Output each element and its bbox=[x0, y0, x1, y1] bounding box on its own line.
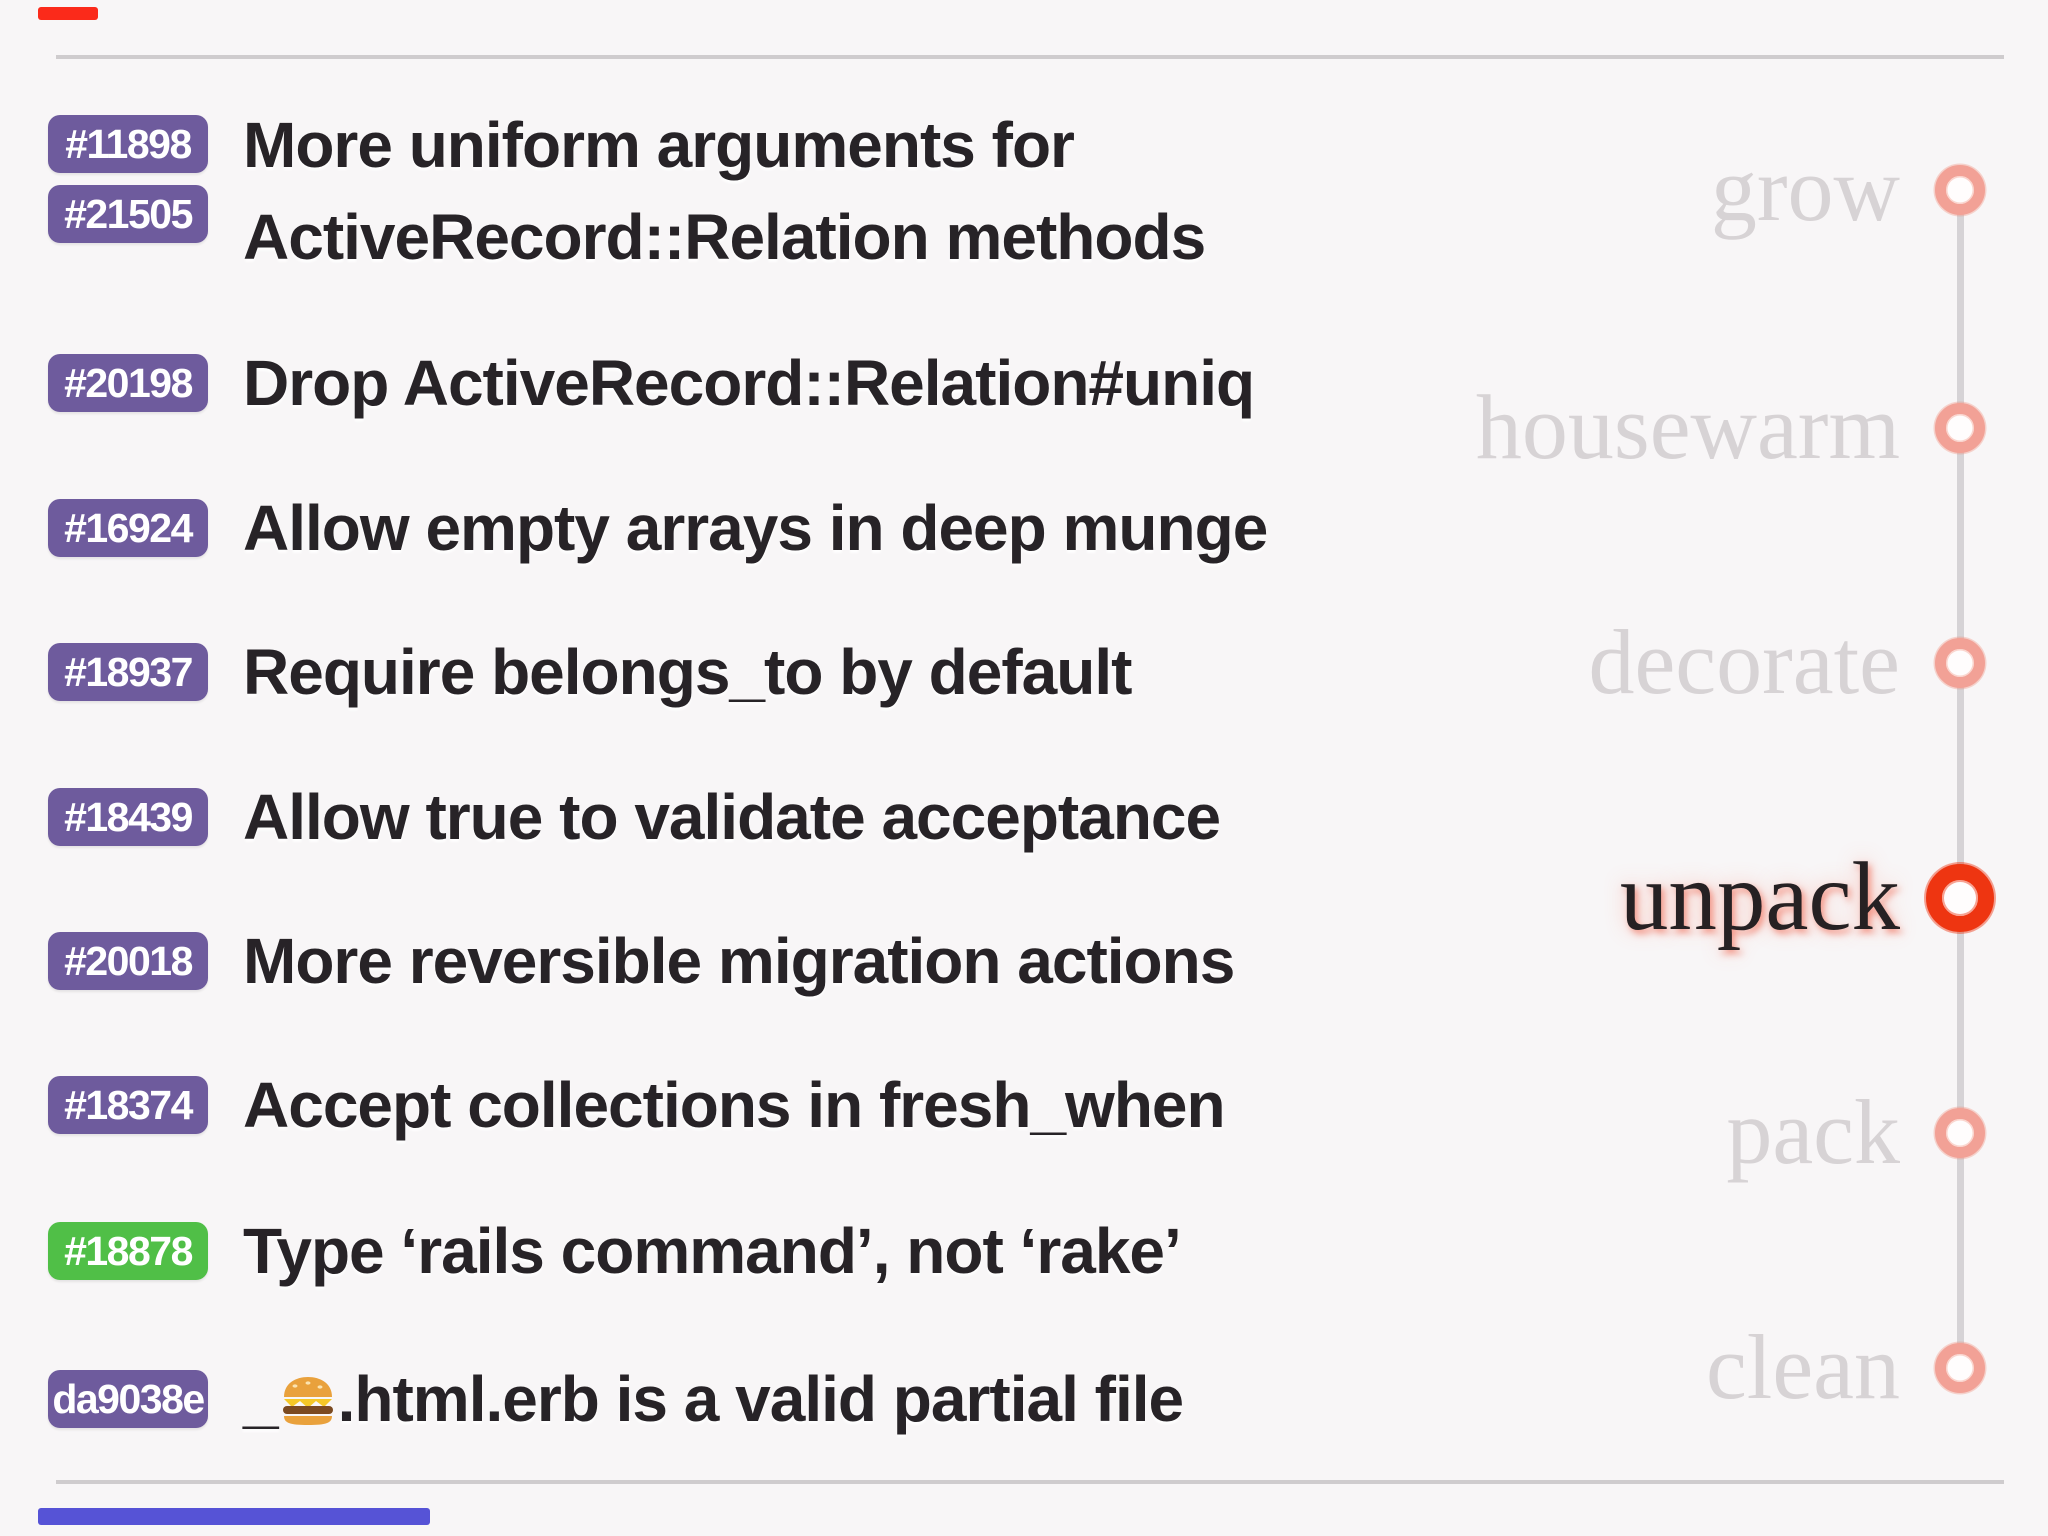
stage-marker-pack bbox=[1935, 1108, 1985, 1158]
commit-ref-badge: #18439 bbox=[48, 788, 208, 846]
presentation-progress-bar bbox=[38, 1508, 430, 1525]
stage-marker-decorate bbox=[1935, 638, 1985, 688]
commit-ref-badge: #11898 bbox=[48, 115, 208, 173]
stage-marker-clean bbox=[1935, 1343, 1985, 1393]
commit-sha-badge: da9038e bbox=[48, 1370, 208, 1428]
commit-title-line: More uniform arguments for bbox=[243, 109, 1075, 181]
stage-label-clean: clean bbox=[1705, 1316, 1900, 1418]
commit-title-line: ActiveRecord::Relation methods bbox=[243, 201, 1206, 273]
commit-title: Accept collections in fresh_when bbox=[243, 1069, 1226, 1141]
timeline-line bbox=[1957, 190, 1964, 1370]
commit-title: Type ‘rails command’, not ‘rake’ bbox=[243, 1215, 1182, 1287]
slide-divider-bottom bbox=[56, 1480, 2004, 1484]
commit-title: Drop ActiveRecord::Relation#uniq bbox=[243, 347, 1255, 419]
commit-ref-badge: #20018 bbox=[48, 932, 208, 990]
stage-label-grow: grow bbox=[1710, 138, 1900, 240]
commit-title-suffix: .html.erb is a valid partial file bbox=[337, 1363, 1184, 1435]
commit-ref-badge: #18937 bbox=[48, 643, 208, 701]
commit-ref-badge: #16924 bbox=[48, 499, 208, 557]
slide-divider-top bbox=[56, 55, 2004, 59]
commit-title: _🍔.html.erb is a valid partial file bbox=[243, 1367, 1184, 1431]
stage-marker-unpack bbox=[1926, 864, 1994, 932]
hamburger-emoji-icon: 🍔 bbox=[280, 1375, 336, 1434]
commit-ref-badge: #20198 bbox=[48, 354, 208, 412]
recording-indicator-bar bbox=[38, 7, 98, 20]
stage-label-pack: pack bbox=[1726, 1081, 1900, 1183]
stage-label-decorate: decorate bbox=[1588, 611, 1900, 713]
commit-title: Allow empty arrays in deep munge bbox=[243, 492, 1268, 564]
stage-marker-grow bbox=[1935, 165, 1985, 215]
stage-label-housewarm: housewarm bbox=[1475, 376, 1900, 478]
commit-title: More reversible migration actions bbox=[243, 925, 1235, 997]
commit-ref-badge: #21505 bbox=[48, 185, 208, 243]
stage-marker-housewarm bbox=[1935, 403, 1985, 453]
commit-title: Require belongs_to by default bbox=[243, 636, 1132, 708]
stage-label-unpack: unpack bbox=[1619, 843, 1900, 950]
commit-title-prefix: _ bbox=[243, 1363, 279, 1435]
commit-ref-badge: #18374 bbox=[48, 1076, 208, 1134]
commit-ref-badge-green: #18878 bbox=[48, 1222, 208, 1280]
commit-title: Allow true to validate acceptance bbox=[243, 781, 1221, 853]
